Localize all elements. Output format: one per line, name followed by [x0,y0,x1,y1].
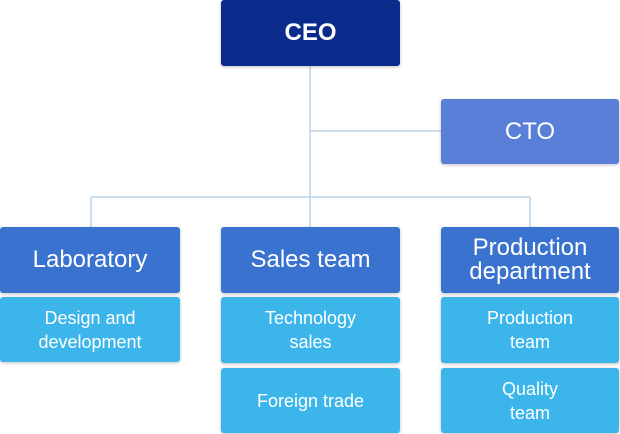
department-production-department: Production department [441,227,619,293]
unit-label: Technology sales [264,308,357,352]
unit-label: Foreign trade [256,390,365,411]
ceo-node: CEO [221,0,400,66]
unit-technology-sales: Technology sales [221,297,400,363]
department-label: Production department [469,234,591,285]
unit-label: Quality team [501,378,559,423]
cto-node: CTO [441,99,619,164]
unit-design-and-development: Design and development [0,297,180,362]
department-label: Laboratory [32,246,148,273]
department-sales-team: Sales team [221,227,400,293]
unit-quality-team: Quality team [441,368,619,433]
unit-label: Design and development [38,307,142,352]
cto-label: CTO [504,117,556,145]
department-label: Sales team [250,246,371,273]
department-laboratory: Laboratory [0,227,180,293]
unit-label: Production team [486,308,574,352]
unit-production-team: Production team [441,297,619,363]
ceo-label: CEO [284,19,337,46]
unit-foreign-trade: Foreign trade [221,368,400,433]
